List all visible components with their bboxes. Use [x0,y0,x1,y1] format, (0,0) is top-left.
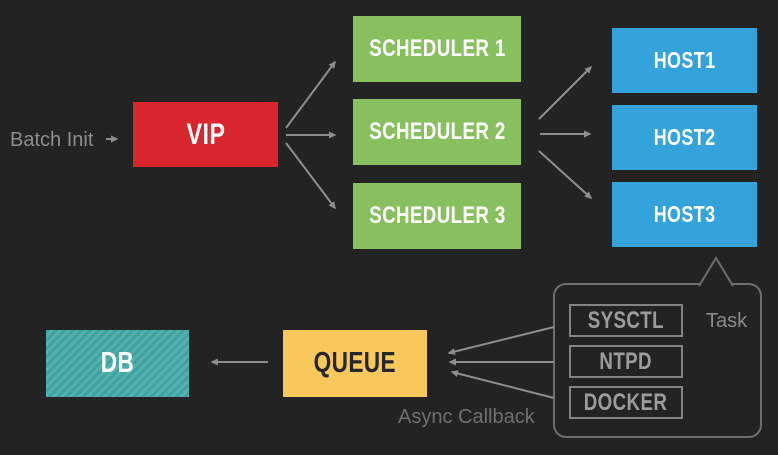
host-label: HOST1 [653,47,716,73]
async-callback-label: Async Callback [398,406,535,428]
host-node-2: HOST2 [612,105,757,170]
task-item-ntpd: NTPD [569,345,683,378]
callout-pointer [698,256,734,287]
batch-init-label: Batch Init [10,129,94,151]
arrow-docker-to-queue [450,370,555,399]
arrow-scheduler2-to-host1 [538,65,593,120]
host-node-3: HOST3 [612,182,757,247]
scheduler-label: SCHEDULER 2 [368,118,506,145]
vip-node: VIP [133,102,278,167]
task-item-docker: DOCKER [569,386,683,419]
arrow-scheduler2-to-host3 [538,150,593,200]
host-label: HOST2 [653,124,716,150]
queue-node: QUEUE [283,330,427,397]
db-label: DB [100,347,135,379]
task-item-label: NTPD [599,347,653,375]
arrow-vip-to-scheduler1 [285,60,336,129]
queue-label: QUEUE [313,347,397,379]
scheduler-node-2: SCHEDULER 2 [353,99,521,165]
task-item-label: SYSCTL [587,306,665,334]
task-item-label: DOCKER [584,388,668,416]
arrow-sysctl-to-queue [447,326,555,355]
host-label: HOST3 [653,201,716,227]
task-item-sysctl: SYSCTL [569,304,683,337]
task-callout-panel: SYSCTL NTPD DOCKER [553,283,762,438]
scheduler-node-1: SCHEDULER 1 [353,16,521,82]
host-node-1: HOST1 [612,28,757,93]
arrow-vip-to-scheduler3 [285,142,336,210]
task-label: Task [706,310,748,332]
vip-label: VIP [186,117,225,151]
scheduler-label: SCHEDULER 1 [368,35,506,62]
db-node: DB [46,330,189,397]
scheduler-label: SCHEDULER 3 [368,202,506,229]
scheduler-node-3: SCHEDULER 3 [353,183,521,249]
